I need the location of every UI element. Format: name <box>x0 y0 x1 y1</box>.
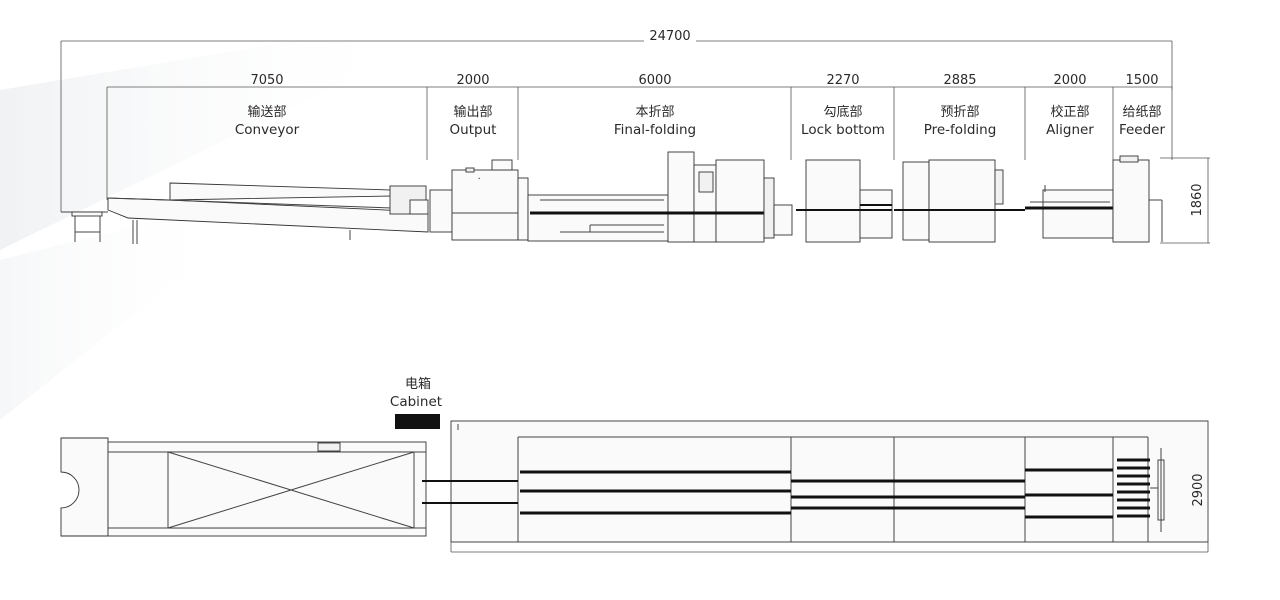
section-name-en-final-folding: Final-folding <box>614 122 696 138</box>
conveyor-side <box>61 182 429 244</box>
side-view: • <box>61 151 1210 244</box>
width-label: 2900 <box>1191 473 1206 506</box>
belts-top <box>422 458 1150 519</box>
section-name-en-feeder: Feeder <box>1119 122 1166 138</box>
section-name-cn-feeder: 给纸部 <box>1122 105 1161 120</box>
section-name-cn-lock-bottom: 勾底部 <box>823 104 862 120</box>
total-length-label: 24700 <box>649 29 690 44</box>
cabinet-label-cn: 电箱 <box>405 376 431 392</box>
section-name-en-lock-bottom: Lock bottom <box>801 122 885 138</box>
section-name-cn-final-folding: 本折部 <box>635 105 674 120</box>
section-name-cn-aligner: 校正部 <box>1050 104 1089 120</box>
conveyor-top <box>60 437 427 537</box>
height-dimension: 1860 <box>1160 157 1210 244</box>
section-name-cn-output: 输出部 <box>453 104 492 120</box>
section-length-pre-folding: 2885 <box>943 73 976 88</box>
cabinet-box <box>395 414 440 429</box>
section-name-en-output: Output <box>450 122 497 138</box>
top-view: 2900 <box>60 420 1209 553</box>
section-length-aligner: 2000 <box>1053 73 1086 88</box>
svg-text:•: • <box>478 176 480 181</box>
section-labels: 输送部 Conveyor 输出部 Output 本折部 Final-foldin… <box>235 104 1166 138</box>
output-side: • <box>429 159 519 241</box>
main-frame-top <box>450 420 1209 553</box>
section-name-en-aligner: Aligner <box>1046 122 1094 138</box>
aligner-side <box>1025 185 1114 239</box>
final-folding-side <box>517 151 793 243</box>
lock-bottom-side <box>796 159 893 243</box>
feeder-guide-top <box>1150 448 1165 532</box>
section-length-final-folding: 6000 <box>638 73 671 88</box>
section-dimensions: 7050 2000 6000 2270 2885 2000 1500 <box>106 73 1173 200</box>
section-length-output: 2000 <box>456 73 489 88</box>
section-length-feeder: 1500 <box>1125 73 1158 88</box>
pre-folding-side <box>894 159 1025 243</box>
overall-dimension: 24700 <box>60 29 1173 212</box>
section-name-cn-conveyor: 输送部 <box>247 104 286 120</box>
section-length-conveyor: 7050 <box>250 73 283 88</box>
height-label: 1860 <box>1190 183 1205 216</box>
section-length-lock-bottom: 2270 <box>826 73 859 88</box>
cabinet-label-en: Cabinet <box>390 394 442 410</box>
width-dimension: 2900 <box>1191 421 1209 552</box>
section-name-cn-pre-folding: 预折部 <box>940 105 979 120</box>
feeder-side <box>1112 155 1163 243</box>
cabinet: 电箱 Cabinet <box>390 376 442 429</box>
section-name-en-conveyor: Conveyor <box>235 122 300 138</box>
section-name-en-pre-folding: Pre-folding <box>924 122 997 138</box>
